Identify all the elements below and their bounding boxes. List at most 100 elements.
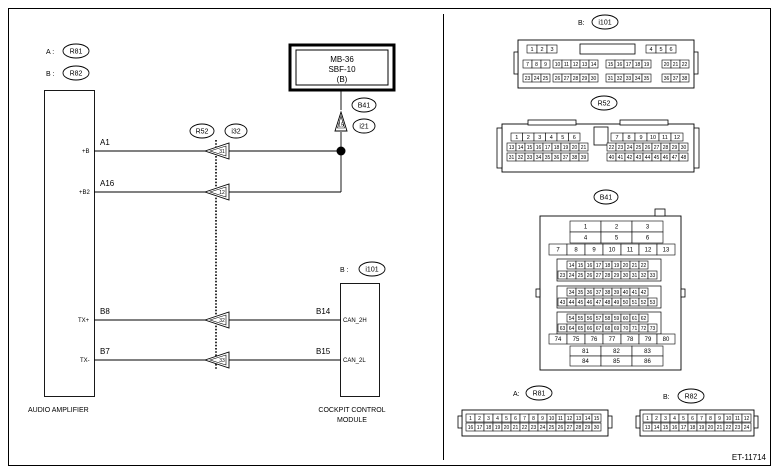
r82-pin-number: 3	[664, 416, 667, 422]
r81-pin-number: 16	[468, 425, 474, 431]
i101-pin-number: 13	[582, 62, 588, 68]
b41-pin-cell	[647, 270, 658, 280]
joint-31-number: 31	[219, 149, 225, 155]
b41-pin-cell	[638, 287, 649, 297]
i101-pin-number: 7	[526, 62, 529, 68]
b41-pin-number: 63	[560, 326, 566, 332]
r52-pin-number: 35	[545, 155, 551, 161]
r52-pin-number: 15	[527, 145, 533, 151]
r52-pin-cell	[578, 152, 589, 162]
i101-pin-number: 34	[635, 76, 641, 82]
i32-badge-label: i32	[231, 129, 240, 136]
i101-pin-cell	[540, 73, 551, 83]
r82-pin-number: 16	[672, 425, 678, 431]
r81-pin-number: 29	[585, 425, 591, 431]
i101-pin-cell	[679, 73, 690, 83]
r82-pin-number: 10	[726, 416, 732, 422]
r81-pin-number: 22	[522, 425, 528, 431]
r81-latch-right	[607, 415, 613, 429]
b41-pin-number: 5	[615, 236, 619, 242]
b41-pin-number: 77	[609, 337, 616, 343]
i101-pin-number: 31	[608, 76, 614, 82]
r82-pin-number: 14	[654, 425, 660, 431]
r52-top-tab-right	[619, 119, 669, 126]
b41-pin-number: 51	[632, 300, 638, 306]
r52-pin-number: 10	[650, 135, 656, 141]
diagram-border	[8, 8, 771, 466]
i101-pin-number: 23	[525, 76, 531, 82]
amp-pin-b8-name: TX+	[78, 318, 90, 324]
b41-pin-number: 74	[555, 337, 562, 343]
i101-pin-cell	[665, 44, 677, 54]
joint-12-number: 12	[219, 190, 225, 196]
r82-pin-number: 21	[717, 425, 723, 431]
i101-pin-number: 25	[543, 76, 549, 82]
amp-pin-a1: A1	[100, 138, 110, 147]
b41-pin-number: 48	[605, 300, 611, 306]
r82-pin-number: 15	[663, 425, 669, 431]
b41-pin-cell	[647, 297, 658, 307]
r52-pin-number: 14	[518, 145, 524, 151]
b41-pin-number: 52	[641, 300, 647, 306]
r52-pin-number: 27	[654, 145, 660, 151]
r82-pin-number: 9	[718, 416, 721, 422]
i21-badge	[352, 118, 376, 134]
r52-pin-number: 26	[645, 145, 651, 151]
b41-pin-number: 85	[613, 359, 620, 365]
r52-pin-number: 9	[639, 135, 642, 141]
i101-pin-number: 16	[617, 62, 623, 68]
b41-pin-number: 80	[663, 337, 670, 343]
b41-pin-number: 72	[641, 326, 647, 332]
r52-pin-number: 28	[663, 145, 669, 151]
i101-face-badge-label: i101	[598, 20, 611, 27]
b41-pin-number: 32	[641, 273, 647, 279]
b41-pin-number: 43	[560, 300, 566, 306]
r81-pin-number: 5	[505, 416, 508, 422]
b41-pin-number: 40	[623, 290, 629, 296]
r81-pin-number: 3	[487, 416, 490, 422]
i101-pin-number: 3	[550, 47, 553, 53]
r81-pin-number: 1	[469, 416, 472, 422]
b41-pin-number: 83	[644, 349, 651, 355]
i101-pin-cell	[546, 44, 558, 54]
i101-pin-cell	[641, 73, 652, 83]
i101-latch-left	[513, 51, 519, 75]
r82-pin-number: 13	[645, 425, 651, 431]
b41-pin-number: 86	[644, 359, 651, 365]
r52-joint-badge-label: R52	[196, 129, 209, 136]
r52-pin-number: 40	[609, 155, 615, 161]
b41-pin-number: 75	[573, 337, 580, 343]
amp-pin-b8: B8	[100, 307, 110, 316]
r82-pin-number: 1	[646, 416, 649, 422]
b41-pin-number: 22	[641, 263, 647, 269]
r52-pin-number: 48	[681, 155, 687, 161]
r52-pin-number: 32	[518, 155, 524, 161]
r82-pin-number: 23	[735, 425, 741, 431]
b41-pin-number: 21	[632, 263, 638, 269]
r52-pin-number: 6	[573, 135, 576, 141]
b41-pin-number: 2	[615, 225, 619, 231]
b41-pin-number: 64	[569, 326, 575, 332]
b41-pin-number: 11	[627, 248, 634, 254]
b41-pin-number: 45	[578, 300, 584, 306]
i101-pin-number: 24	[534, 76, 540, 82]
r81-badge	[62, 43, 90, 59]
r82-pin-cell	[741, 422, 752, 432]
r82-pin-cell	[741, 413, 752, 423]
b41-pin-cell	[647, 323, 658, 333]
i101-face-badge	[591, 14, 619, 30]
r81-pin-number: 6	[514, 416, 517, 422]
r52-pin-number: 13	[509, 145, 515, 151]
r52-pin-number: 3	[538, 135, 541, 141]
i101-pin-cell	[540, 59, 551, 69]
r52-pin-number: 36	[554, 155, 560, 161]
i101-pin-number: 14	[591, 62, 597, 68]
amp-pin-b7: B7	[100, 347, 110, 356]
r81-pin-number: 27	[567, 425, 573, 431]
r82-latch-right	[753, 415, 759, 429]
r82-face-badge	[677, 388, 705, 404]
r52-pin-number: 8	[627, 135, 630, 141]
